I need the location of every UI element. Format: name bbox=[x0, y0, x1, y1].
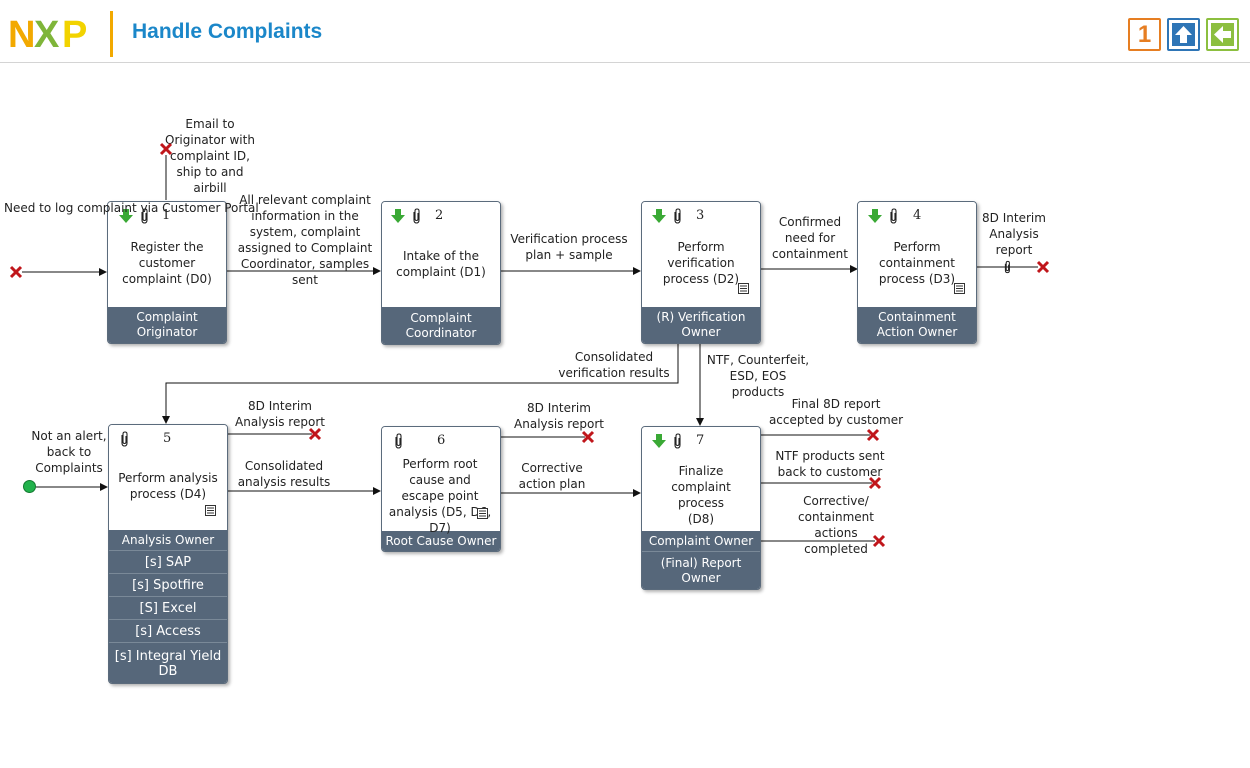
end-x-icon bbox=[308, 427, 322, 441]
navigate-back-button[interactable] bbox=[1206, 18, 1239, 51]
label-d1-to-d2: Verification process plan + sample bbox=[510, 232, 628, 262]
process-title: Perform containment process (D3) bbox=[878, 240, 956, 286]
svg-text:N: N bbox=[8, 14, 35, 52]
paperclip-icon[interactable] bbox=[888, 208, 898, 224]
label-d2-to-d8: NTF, Counterfeit, ESD, EOS products bbox=[706, 353, 810, 399]
label-d4-to-d5: Consolidated analysis results bbox=[237, 459, 331, 489]
role-label: (R) Verification Owner bbox=[642, 307, 760, 343]
process-box-7[interactable]: 7 Finalize complaint process (D8) Compla… bbox=[641, 426, 761, 590]
process-box-3[interactable]: 3 Perform verification process (D2) (R) … bbox=[641, 201, 761, 344]
label-alert-input: Not an alert, back to Complaints bbox=[31, 429, 107, 475]
process-box-2[interactable]: 2 Intake of the complaint (D1) Complaint… bbox=[381, 201, 501, 345]
page-title: Handle Complaints bbox=[132, 20, 323, 43]
drill-down-icon[interactable] bbox=[651, 208, 667, 224]
drill-down-icon[interactable] bbox=[118, 208, 134, 224]
paperclip-icon[interactable] bbox=[119, 431, 129, 447]
label-d5-output: 8D Interim Analysis report bbox=[514, 401, 604, 431]
process-number: 7 bbox=[696, 433, 705, 448]
drill-down-icon[interactable] bbox=[867, 208, 883, 224]
page-header: N X P Handle Complaints 1 bbox=[0, 0, 1250, 63]
process-number: 5 bbox=[163, 431, 172, 446]
start-x-icon bbox=[9, 265, 23, 279]
paperclip-icon[interactable] bbox=[672, 208, 682, 224]
label-d2-to-d4: Consolidated verification results bbox=[558, 350, 670, 380]
svg-text:P: P bbox=[62, 14, 87, 52]
process-number: 3 bbox=[696, 208, 705, 223]
role-label: Complaint Originator bbox=[108, 307, 226, 343]
process-box-1[interactable]: 1 Register the customer complaint (D0) C… bbox=[107, 201, 227, 344]
document-icon[interactable] bbox=[477, 508, 488, 519]
end-x-icon bbox=[1036, 260, 1050, 274]
paperclip-icon[interactable] bbox=[1003, 260, 1011, 274]
svg-text:X: X bbox=[34, 14, 60, 52]
paperclip-icon[interactable] bbox=[393, 433, 403, 449]
left-arrow-icon bbox=[1214, 26, 1231, 43]
system-item: [S] Excel bbox=[109, 596, 227, 619]
drill-down-icon[interactable] bbox=[651, 433, 667, 449]
role-label: Complaint Coordinator bbox=[382, 307, 500, 344]
process-title: Perform analysis process (D4) bbox=[118, 471, 218, 501]
drill-down-icon[interactable] bbox=[390, 208, 406, 224]
label-d4-output: 8D Interim Analysis report bbox=[235, 399, 325, 429]
end-x-icon bbox=[872, 534, 886, 548]
role-label: Complaint Owner bbox=[642, 531, 760, 551]
nxp-logo: N X P bbox=[8, 14, 87, 52]
document-icon[interactable] bbox=[205, 505, 216, 516]
start-event-circle-icon bbox=[23, 480, 36, 493]
header-separator bbox=[110, 11, 113, 57]
process-title: Intake of the complaint (D1) bbox=[396, 249, 486, 279]
document-icon[interactable] bbox=[738, 283, 749, 294]
process-title: Register the customer complaint (D0) bbox=[122, 240, 212, 286]
process-box-6[interactable]: 6 Perform root cause and escape point an… bbox=[381, 426, 501, 552]
navigate-up-button[interactable] bbox=[1167, 18, 1200, 51]
system-item: [s] Integral Yield DB bbox=[109, 642, 227, 683]
role-label: Root Cause Owner bbox=[382, 531, 500, 551]
process-title: Perform verification process (D2) bbox=[662, 240, 740, 286]
end-x-icon bbox=[159, 142, 173, 156]
paperclip-icon[interactable] bbox=[139, 208, 149, 224]
label-email-output: Email to Originator with complaint ID, s… bbox=[165, 117, 255, 195]
role-label: Analysis Owner bbox=[109, 530, 227, 550]
role-label-secondary: (Final) Report Owner bbox=[642, 551, 760, 589]
process-box-5[interactable]: 5 Perform analysis process (D4) Analysis… bbox=[108, 424, 228, 684]
up-arrow-icon bbox=[1175, 26, 1192, 43]
process-number: 4 bbox=[913, 208, 922, 223]
end-x-icon bbox=[868, 476, 882, 490]
system-item: [s] SAP bbox=[109, 550, 227, 573]
level-button[interactable]: 1 bbox=[1128, 18, 1161, 51]
label-d8-out-1: Final 8D report accepted by customer bbox=[768, 397, 904, 427]
label-d8-out-3: Corrective/ containment actions complete… bbox=[798, 494, 874, 556]
paperclip-icon[interactable] bbox=[411, 208, 421, 224]
process-box-4[interactable]: 4 Perform containment process (D3) Conta… bbox=[857, 201, 977, 344]
system-item: [s] Access bbox=[109, 619, 227, 642]
end-x-icon bbox=[866, 428, 880, 442]
label-d8-out-2: NTF products sent back to customer bbox=[775, 449, 885, 479]
label-start-input: Need to log complaint via Customer Porta… bbox=[4, 201, 259, 215]
label-d0-to-d1: All relevant complaint information in th… bbox=[237, 193, 373, 287]
process-number: 6 bbox=[437, 433, 446, 448]
label-d2-to-d3: Confirmed need for containment bbox=[772, 215, 848, 261]
label-d3-output: 8D Interim Analysis report bbox=[982, 211, 1046, 257]
system-item: [s] Spotfire bbox=[109, 573, 227, 596]
process-number: 2 bbox=[435, 208, 444, 223]
process-title: Finalize complaint process (D8) bbox=[671, 464, 731, 526]
process-title: Perform root cause and escape point anal… bbox=[388, 457, 492, 535]
paperclip-icon[interactable] bbox=[672, 433, 682, 449]
label-d5-to-d8: Corrective action plan bbox=[518, 461, 586, 491]
end-x-icon bbox=[581, 430, 595, 444]
role-label: Containment Action Owner bbox=[858, 307, 976, 343]
document-icon[interactable] bbox=[954, 283, 965, 294]
process-number: 1 bbox=[162, 208, 171, 223]
